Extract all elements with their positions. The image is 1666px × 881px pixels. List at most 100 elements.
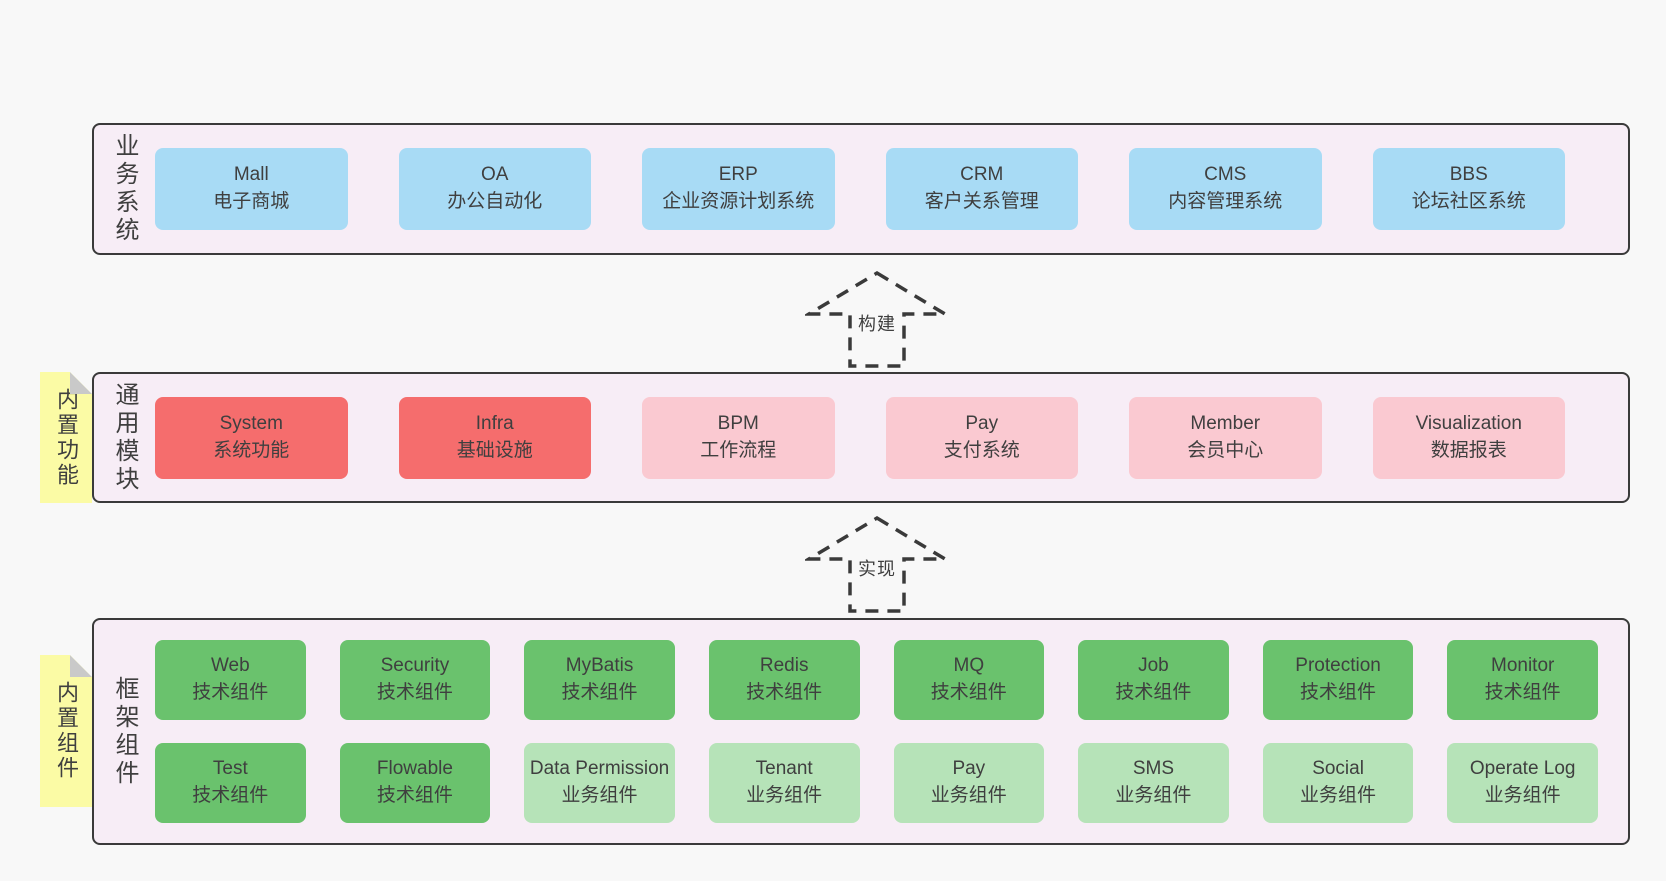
- component-box-sms: SMS 业务组件: [1078, 743, 1229, 823]
- box-title: Visualization: [1415, 412, 1522, 434]
- box-subtitle: 系统功能: [213, 439, 290, 461]
- box-subtitle: 业务组件: [1484, 785, 1561, 806]
- box-title: Protection: [1295, 655, 1381, 677]
- note-fold-icon: [70, 372, 92, 394]
- component-box-test: Test 技术组件: [155, 743, 306, 823]
- system-box-oa: OA 办公自动化: [398, 148, 591, 230]
- box-subtitle: 技术组件: [746, 682, 823, 703]
- box-title: Test: [212, 758, 248, 780]
- box-title: Operate Log: [1469, 758, 1576, 780]
- modules-layer-label-text: 通用模块: [111, 381, 138, 494]
- box-subtitle: 电子商城: [213, 191, 290, 212]
- box-subtitle: 业务组件: [746, 785, 823, 806]
- box-title: Redis: [759, 655, 809, 677]
- box-title: Pay: [965, 412, 999, 434]
- box-subtitle: 技术组件: [930, 682, 1007, 703]
- module-box-visualization: Visualization 数据报表: [1372, 396, 1565, 479]
- box-title: Flowable: [376, 758, 453, 780]
- box-subtitle: 内容管理系统: [1168, 191, 1283, 212]
- business-systems-row: Mall 电子商城 OA 办公自动化 ERP 企业资源计划系统 CRM 客户关系…: [155, 125, 1628, 253]
- box-subtitle: 企业资源计划系统: [662, 191, 815, 212]
- module-box-pay: Pay 支付系统: [885, 396, 1078, 479]
- box-subtitle: 技术组件: [561, 682, 638, 703]
- box-subtitle: 业务组件: [1115, 785, 1192, 806]
- box-title: SMS: [1132, 758, 1175, 780]
- box-title: Web: [210, 655, 250, 677]
- box-subtitle: 技术组件: [376, 682, 453, 703]
- implement-arrow-label: 实现: [854, 555, 900, 581]
- system-box-cms: CMS 内容管理系统: [1129, 148, 1322, 230]
- box-title: MQ: [953, 655, 985, 677]
- note-fold-icon: [70, 655, 92, 677]
- implement-arrow: 实现: [805, 515, 949, 614]
- component-box-protection: Protection 技术组件: [1262, 640, 1414, 720]
- build-arrow-label: 构建: [854, 310, 900, 336]
- components-layer-label: 框架组件: [94, 620, 155, 843]
- component-box-job: Job 技术组件: [1078, 640, 1229, 720]
- up-arrow-icon: [805, 270, 949, 368]
- sticky-note-builtin-components: 内置组件: [40, 655, 92, 807]
- component-box-redis: Redis 技术组件: [708, 640, 860, 720]
- box-title: Data Permission: [529, 758, 670, 780]
- common-modules-layer: 通用模块 System 系统功能 Infra 基础设施 BPM 工作流程 Pay…: [92, 372, 1630, 503]
- business-systems-layer: 业务系统 Mall 电子商城 OA 办公自动化 ERP 企业资源计划系统 CRM…: [92, 123, 1630, 255]
- system-box-crm: CRM 客户关系管理: [885, 148, 1078, 230]
- component-box-web: Web 技术组件: [155, 640, 306, 720]
- build-arrow: 构建: [805, 270, 949, 369]
- module-box-bpm: BPM 工作流程: [642, 396, 835, 479]
- component-box-operate-log: Operate Log 业务组件: [1447, 743, 1598, 823]
- module-box-system: System 系统功能: [155, 396, 348, 479]
- box-subtitle: 技术组件: [376, 785, 453, 806]
- component-box-tenant: Tenant 业务组件: [708, 743, 860, 823]
- system-box-bbs: BBS 论坛社区系统: [1372, 148, 1565, 230]
- component-box-pay: Pay 业务组件: [893, 743, 1045, 823]
- box-subtitle: 技术组件: [1300, 682, 1377, 703]
- box-title: Mall: [233, 164, 269, 186]
- box-title: Member: [1190, 412, 1261, 434]
- box-title: OA: [481, 164, 509, 186]
- box-subtitle: 办公自动化: [447, 191, 543, 212]
- component-box-monitor: Monitor 技术组件: [1447, 640, 1598, 720]
- box-subtitle: 论坛社区系统: [1411, 191, 1526, 212]
- box-title: CRM: [960, 164, 1004, 186]
- component-box-mybatis: MyBatis 技术组件: [524, 640, 675, 720]
- box-title: System: [219, 412, 283, 434]
- component-box-social: Social 业务组件: [1262, 743, 1414, 823]
- box-subtitle: 技术组件: [192, 785, 269, 806]
- box-subtitle: 基础设施: [456, 439, 533, 461]
- box-title: CMS: [1204, 164, 1247, 186]
- box-subtitle: 工作流程: [700, 439, 777, 461]
- module-box-member: Member 会员中心: [1129, 396, 1322, 479]
- box-subtitle: 技术组件: [1115, 682, 1192, 703]
- common-modules-row: System 系统功能 Infra 基础设施 BPM 工作流程 Pay 支付系统…: [155, 374, 1628, 501]
- sticky-note-builtin-features: 内置功能: [40, 372, 92, 503]
- box-subtitle: 数据报表: [1430, 439, 1507, 461]
- business-layer-label: 业务系统: [94, 125, 155, 253]
- box-title: MyBatis: [565, 655, 634, 677]
- component-box-data-permission: Data Permission 业务组件: [524, 743, 675, 823]
- box-title: ERP: [718, 164, 758, 186]
- box-subtitle: 技术组件: [192, 682, 269, 703]
- box-title: Infra: [475, 412, 514, 434]
- module-box-infra: Infra 基础设施: [398, 396, 591, 479]
- system-box-mall: Mall 电子商城: [155, 148, 348, 230]
- up-arrow-icon: [805, 515, 949, 613]
- note-text: 内置功能: [54, 387, 79, 488]
- box-title: Social: [1312, 758, 1364, 780]
- box-title: Job: [1138, 655, 1169, 677]
- box-title: BPM: [717, 412, 759, 434]
- framework-components-grid: Web 技术组件 Security 技术组件 MyBatis 技术组件 Redi…: [155, 620, 1628, 843]
- box-subtitle: 业务组件: [930, 785, 1007, 806]
- box-subtitle: 支付系统: [943, 439, 1020, 461]
- box-subtitle: 客户关系管理: [924, 191, 1039, 212]
- components-layer-label-text: 框架组件: [111, 675, 138, 788]
- box-subtitle: 技术组件: [1484, 682, 1561, 703]
- system-box-erp: ERP 企业资源计划系统: [642, 148, 835, 230]
- box-title: BBS: [1449, 164, 1488, 186]
- box-title: Tenant: [755, 758, 813, 780]
- box-subtitle: 业务组件: [561, 785, 638, 806]
- component-box-flowable: Flowable 技术组件: [339, 743, 491, 823]
- box-title: Monitor: [1491, 655, 1555, 677]
- framework-components-layer: 框架组件 Web 技术组件 Security 技术组件 MyBatis 技术组件…: [92, 618, 1630, 845]
- note-text: 内置组件: [54, 681, 79, 781]
